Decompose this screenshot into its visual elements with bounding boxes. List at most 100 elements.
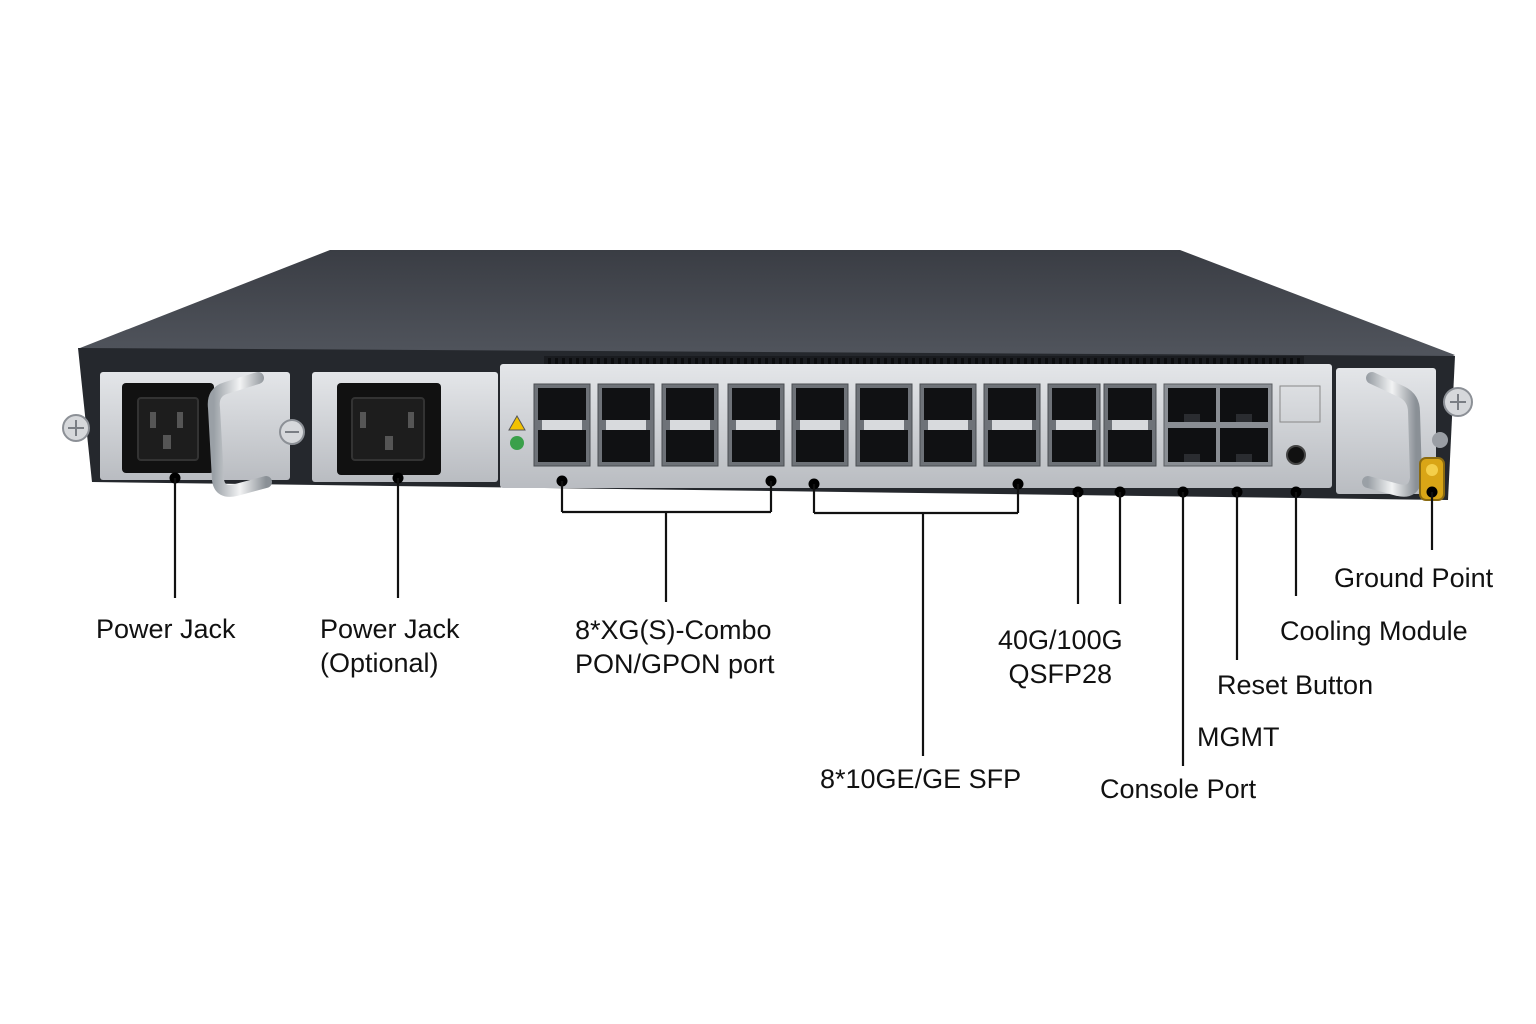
vent-slot [954,358,957,368]
callout-leaders [169,472,1438,766]
vent-slot [590,358,593,368]
vent-slot [1003,358,1006,368]
vent-slot [828,358,831,368]
vent-slot [1122,358,1125,368]
label-power-jack-optional: Power Jack (Optional) [320,612,460,680]
vent-slot [1164,358,1167,368]
vent-slot [996,358,999,368]
vent-slot [807,358,810,368]
vent-slot [737,358,740,368]
vent-slot [1038,358,1041,368]
label-power-jack-line1: Power Jack [96,614,236,644]
vent-slot [569,358,572,368]
vent-slot [555,358,558,368]
label-ground-point: Ground Point [1334,561,1493,595]
sfp-latch [1112,420,1148,430]
ground-screw-small-icon [1432,432,1448,448]
vent-slot [779,358,782,368]
vent-slot [1115,358,1118,368]
sfp-port-upper [796,388,844,420]
sfp-port-lower [1108,430,1152,462]
sfp-latch [864,420,904,430]
vent-slot [1241,358,1244,368]
vent-slot [681,358,684,368]
psu-handle-icon [207,372,272,497]
vent-slot [1185,358,1188,368]
vent-slot [1017,358,1020,368]
vent-slot [1066,358,1069,368]
vent-slot [1143,358,1146,368]
vent-slot [1283,358,1286,368]
label-ground-point-line1: Ground Point [1334,563,1494,593]
vent-slot [856,358,859,368]
sfp-port-upper [860,388,908,420]
vent-slot [1080,358,1083,368]
sfp-port-upper [538,388,586,420]
label-console-port: Console Port [1100,772,1256,806]
sfp-port-lower [1052,430,1096,462]
sfp-latch [928,420,968,430]
sfp-port-upper [666,388,714,420]
sfp-port-lower [988,430,1036,462]
label-combo-pon-line2: PON/GPON port [575,649,775,679]
vent-slot [849,358,852,368]
vent-slot [751,358,754,368]
vent-slot [1248,358,1251,368]
vent-slot [1059,358,1062,368]
vent-slot [1227,358,1230,368]
vent-slot [1073,358,1076,368]
vent-slot [1199,358,1202,368]
vent-slot [898,358,901,368]
label-sfp-10ge: 8*10GE/GE SFP [820,762,1021,796]
sfp-latch [736,420,776,430]
vent-slot [1094,358,1097,368]
vent-slot [912,358,915,368]
vent-slot [758,358,761,368]
label-window [1279,385,1321,423]
vent-slot [877,358,880,368]
thumb-screw-left-icon [62,414,90,442]
label-mgmt: MGMT [1197,720,1279,754]
sfp-latch [800,420,840,430]
label-cooling-module-line1: Cooling Module [1280,616,1468,646]
vent-slot [926,358,929,368]
vent-slot [975,358,978,368]
sfp-port-lower [666,430,714,462]
ground-point-icon [1419,457,1445,501]
vent-slot [870,358,873,368]
vent-slot [1087,358,1090,368]
vent-slot [1276,358,1279,368]
eco-icon [510,436,524,450]
vent-slot [702,358,705,368]
vent-slot [562,358,565,368]
sfp-port-lower [924,430,972,462]
vent-slot [1269,358,1272,368]
label-power-jack-optional-line1: Power Jack [320,614,460,644]
vent-slot [744,358,747,368]
vent-slot [653,358,656,368]
vent-slot [1045,358,1048,368]
vent-slot [947,358,950,368]
label-cooling-module: Cooling Module [1280,614,1468,648]
vent-slot [772,358,775,368]
vent-slot [576,358,579,368]
sfp-port-group [533,383,1157,467]
label-sfp-10ge-line1: 8*10GE/GE SFP [820,764,1022,794]
vent-slot [765,358,768,368]
vent-slot [940,358,943,368]
vent-slot [1255,358,1258,368]
vent-slot [961,358,964,368]
chassis-top [80,250,1455,362]
vent-slot [709,358,712,368]
label-power-jack: Power Jack [96,612,236,646]
sfp-port-lower [860,430,908,462]
label-console-port-line1: Console Port [1100,774,1257,804]
vent-slot [723,358,726,368]
vent-slot [1213,358,1216,368]
sfp-port-upper [1108,388,1152,420]
vent-slot [1108,358,1111,368]
fan-handle-icon [1362,372,1423,497]
label-power-jack-optional-line2: (Optional) [320,648,439,678]
